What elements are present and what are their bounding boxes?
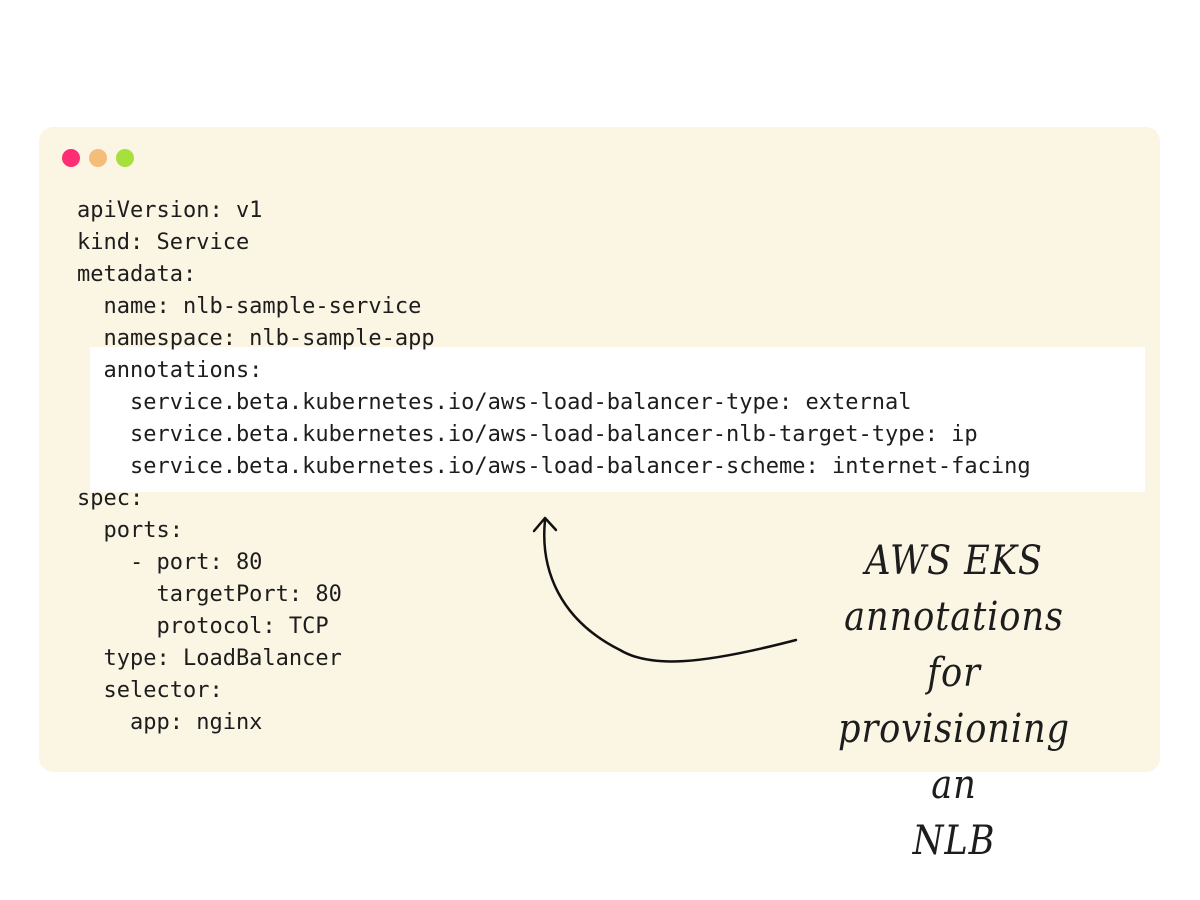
code-line: targetPort: 80 bbox=[77, 582, 342, 607]
code-line: selector: bbox=[77, 678, 223, 703]
code-line: type: LoadBalancer bbox=[77, 646, 342, 671]
code-line: service.beta.kubernetes.io/aws-load-bala… bbox=[77, 390, 912, 415]
maximize-dot-icon[interactable] bbox=[116, 149, 134, 167]
note-line: NLB bbox=[912, 818, 996, 864]
handwritten-annotation-note: AWS EKS annotations for provisioning an … bbox=[834, 533, 1073, 869]
code-line: protocol: TCP bbox=[77, 614, 329, 639]
close-dot-icon[interactable] bbox=[62, 149, 80, 167]
annotations-highlight bbox=[90, 347, 1145, 492]
code-line: apiVersion: v1 bbox=[77, 198, 263, 223]
note-line: AWS EKS bbox=[865, 538, 1043, 584]
code-line: app: nginx bbox=[77, 710, 263, 735]
code-window: apiVersion: v1 kind: Service metadata: nam… bbox=[39, 127, 1160, 772]
code-line: namespace: nlb-sample-app bbox=[77, 326, 435, 351]
code-line: service.beta.kubernetes.io/aws-load-bala… bbox=[77, 454, 1031, 479]
yaml-code-block: apiVersion: v1 kind: Service metadata: nam… bbox=[77, 195, 1031, 739]
code-line: metadata: bbox=[77, 262, 197, 287]
note-line: provisioning an bbox=[838, 706, 1070, 808]
code-line: service.beta.kubernetes.io/aws-load-bala… bbox=[77, 422, 978, 447]
code-line: kind: Service bbox=[77, 230, 250, 255]
code-line: ports: bbox=[77, 518, 183, 543]
code-line: name: nlb-sample-service bbox=[77, 294, 422, 319]
minimize-dot-icon[interactable] bbox=[89, 149, 107, 167]
note-line: annotations for bbox=[844, 594, 1064, 696]
code-line: - port: 80 bbox=[77, 550, 263, 575]
window-controls bbox=[62, 149, 134, 167]
code-line: annotations: bbox=[77, 358, 263, 383]
code-line: spec: bbox=[77, 486, 144, 511]
